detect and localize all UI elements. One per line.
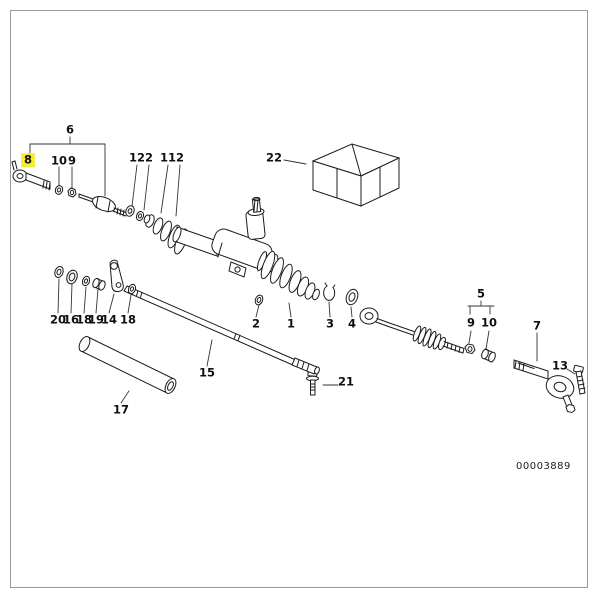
part-boot-large [256, 250, 321, 301]
leader-1 [289, 303, 291, 317]
part-label-12[interactable]: 12 [128, 150, 146, 165]
part-label-10-right[interactable]: 10 [480, 315, 498, 330]
leader-9-right [469, 331, 471, 343]
part-label-9-left[interactable]: 9 [67, 153, 77, 168]
part-label-20[interactable]: 20 [49, 312, 67, 327]
leader-20 [58, 279, 59, 313]
part-ring-16 [65, 269, 79, 286]
bracket-6 [30, 137, 105, 196]
part-label-14[interactable]: 14 [100, 312, 118, 327]
part-washer-18b [127, 283, 137, 294]
part-bolt-21 [307, 370, 319, 395]
leader-3 [329, 302, 330, 317]
part-label-7[interactable]: 7 [532, 318, 542, 333]
leader-13 [567, 369, 575, 374]
part-label-17[interactable]: 17 [112, 402, 130, 417]
part-washers-12-2 [124, 205, 144, 222]
leader-16 [71, 284, 72, 313]
part-ring-20 [53, 265, 64, 278]
leader-12 [132, 165, 137, 206]
part-label-13[interactable]: 13 [551, 358, 569, 373]
part-label-4[interactable]: 4 [347, 316, 357, 331]
part-bushing-19 [92, 277, 107, 291]
leader-4 [351, 307, 352, 317]
part-tie-rod-end-right [514, 360, 577, 413]
part-label-1[interactable]: 1 [286, 316, 296, 331]
part-tie-rod-end-left [12, 161, 50, 190]
part-lever-14 [110, 260, 123, 291]
part-label-16[interactable]: 16 [62, 312, 80, 327]
drawing-number: 00003889 [516, 461, 571, 472]
part-cylinder-tube [77, 335, 178, 395]
part-ring-4 [344, 288, 360, 307]
part-label-2-c[interactable]: 2 [251, 316, 261, 331]
part-label-5[interactable]: 5 [476, 286, 486, 301]
part-label-2-b[interactable]: 2 [175, 150, 185, 165]
part-label-9-right[interactable]: 9 [466, 315, 476, 330]
leader-14 [109, 294, 114, 313]
part-label-15[interactable]: 15 [198, 365, 216, 380]
part-label-22[interactable]: 22 [265, 150, 283, 165]
part-clamp-ring-2 [254, 294, 264, 306]
part-label-8-highlighted[interactable]: 8 [20, 153, 36, 167]
part-label-2-a[interactable]: 2 [144, 150, 154, 165]
bracket-5 [468, 301, 494, 314]
part-washer-18a [81, 275, 91, 286]
part-nut-9-right [465, 344, 475, 354]
leader-lines [30, 137, 575, 403]
part-label-18-b[interactable]: 18 [119, 312, 137, 327]
part-label-6[interactable]: 6 [65, 122, 75, 137]
part-inner-tie-rod [360, 308, 464, 353]
part-label-3[interactable]: 3 [325, 316, 335, 331]
part-label-21[interactable]: 21 [337, 374, 355, 389]
leader-11 [161, 165, 168, 213]
part-nut-9-left [68, 188, 76, 197]
part-axial-joint [79, 194, 127, 216]
leader-22 [284, 160, 306, 164]
leader-2b [176, 165, 180, 216]
leader-2c [256, 305, 259, 317]
leader-15 [207, 340, 212, 366]
part-label-19[interactable]: 19 [87, 312, 105, 327]
part-label-11[interactable]: 11 [159, 150, 177, 165]
leader-19 [96, 289, 98, 313]
part-bushing-10-right [480, 348, 496, 362]
part-label-18-a[interactable]: 18 [75, 312, 93, 327]
part-clamp-3 [324, 283, 335, 300]
part-bolt-13 [573, 365, 585, 394]
leader-18b [128, 295, 131, 313]
leader-2a [144, 165, 149, 210]
part-washer-10-left [54, 185, 64, 196]
leader-17 [121, 391, 129, 403]
part-package-box [313, 144, 399, 206]
part-label-10-left[interactable]: 10 [50, 153, 68, 168]
leader-10-right [486, 331, 489, 349]
part-steering-gear-housing [171, 197, 280, 277]
leader-18a [84, 287, 86, 313]
